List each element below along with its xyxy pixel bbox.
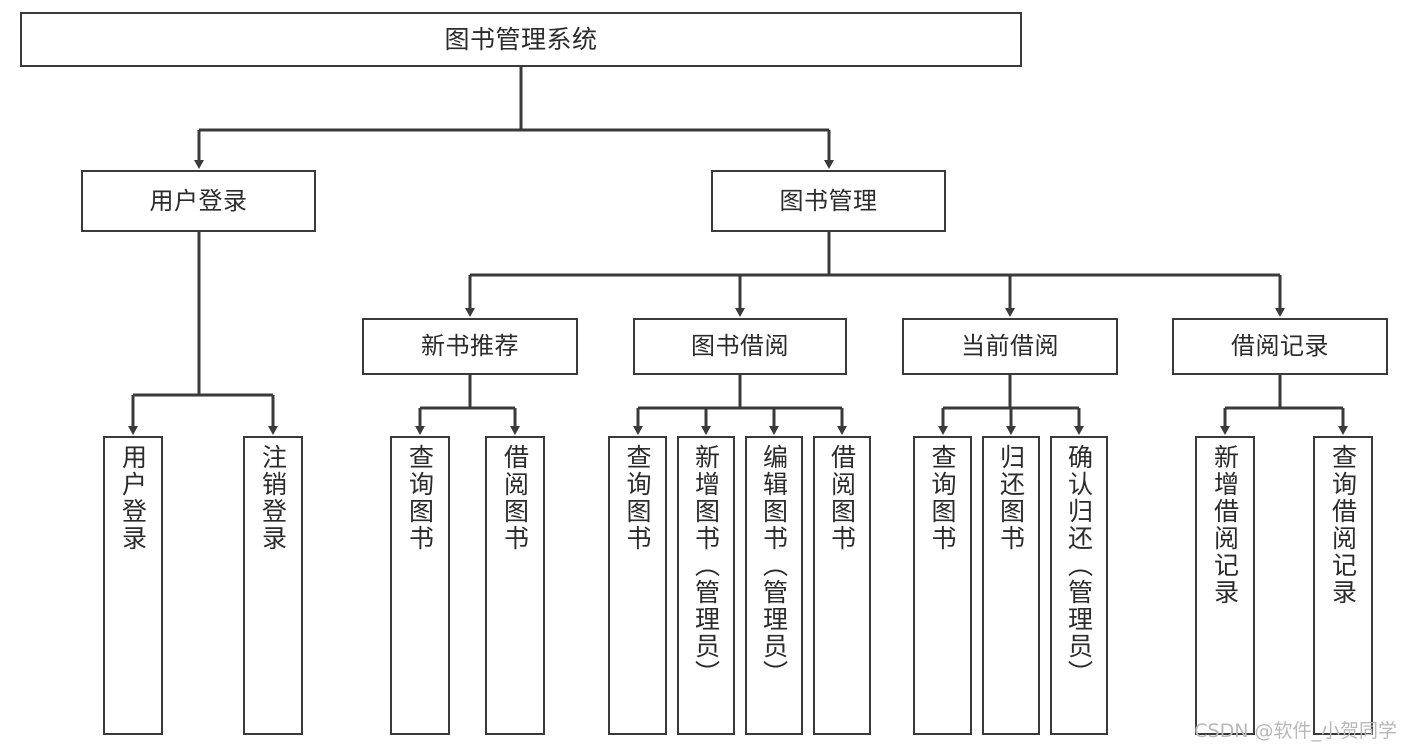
node-label: 注销登录 [258, 444, 288, 552]
node-book-manage[interactable]: 图书管理 [711, 170, 946, 232]
node-book-borrow[interactable]: 图书借阅 [633, 318, 847, 375]
node-current-borrow[interactable]: 当前借阅 [902, 318, 1118, 375]
node-leaf-borrow-1[interactable]: 借阅图书 [485, 436, 545, 735]
node-label: 图书管理 [779, 186, 878, 215]
node-leaf-query-1[interactable]: 查询图书 [390, 436, 450, 735]
node-label: 新增图书（管理员） [691, 444, 721, 687]
watermark: CSDN @软件_小贺同学 [1194, 720, 1397, 742]
node-label: 查询借阅记录 [1328, 444, 1358, 606]
node-leaf-borrow-2[interactable]: 借阅图书 [813, 436, 871, 735]
node-leaf-query-rec[interactable]: 查询借阅记录 [1313, 436, 1373, 735]
node-leaf-add-book[interactable]: 新增图书（管理员） [677, 436, 735, 735]
node-label: 图书管理系统 [444, 24, 598, 54]
node-label: 查询图书 [928, 444, 957, 552]
node-label: 借阅图书 [827, 444, 857, 552]
node-label: 查询图书 [623, 444, 652, 552]
node-leaf-return[interactable]: 归还图书 [982, 436, 1040, 735]
node-label: 查询图书 [405, 444, 435, 552]
node-label: 当前借阅 [961, 332, 1059, 361]
node-borrow-record[interactable]: 借阅记录 [1172, 318, 1388, 375]
node-label: 确认归还（管理员） [1064, 444, 1094, 687]
node-label: 借阅图书 [500, 444, 530, 552]
node-label: 用户登录 [118, 444, 148, 552]
node-label: 用户登录 [149, 186, 248, 215]
node-leaf-add-rec[interactable]: 新增借阅记录 [1195, 436, 1255, 735]
node-label: 编辑图书（管理员） [759, 444, 789, 687]
node-label: 新增借阅记录 [1210, 444, 1240, 606]
node-leaf-query-2[interactable]: 查询图书 [608, 436, 667, 735]
node-label: 归还图书 [996, 444, 1026, 552]
node-leaf-logout[interactable]: 注销登录 [243, 436, 303, 735]
node-leaf-query-3[interactable]: 查询图书 [913, 436, 972, 735]
node-leaf-login[interactable]: 用户登录 [103, 436, 163, 735]
node-leaf-confirm[interactable]: 确认归还（管理员） [1050, 436, 1108, 735]
node-label: 借阅记录 [1231, 332, 1329, 361]
node-new-book-rec[interactable]: 新书推荐 [362, 318, 578, 375]
node-label: 新书推荐 [421, 332, 519, 361]
node-user-login[interactable]: 用户登录 [81, 170, 316, 232]
node-leaf-edit-book[interactable]: 编辑图书（管理员） [745, 436, 803, 735]
node-label: 图书借阅 [691, 332, 789, 361]
node-root[interactable]: 图书管理系统 [20, 12, 1022, 67]
